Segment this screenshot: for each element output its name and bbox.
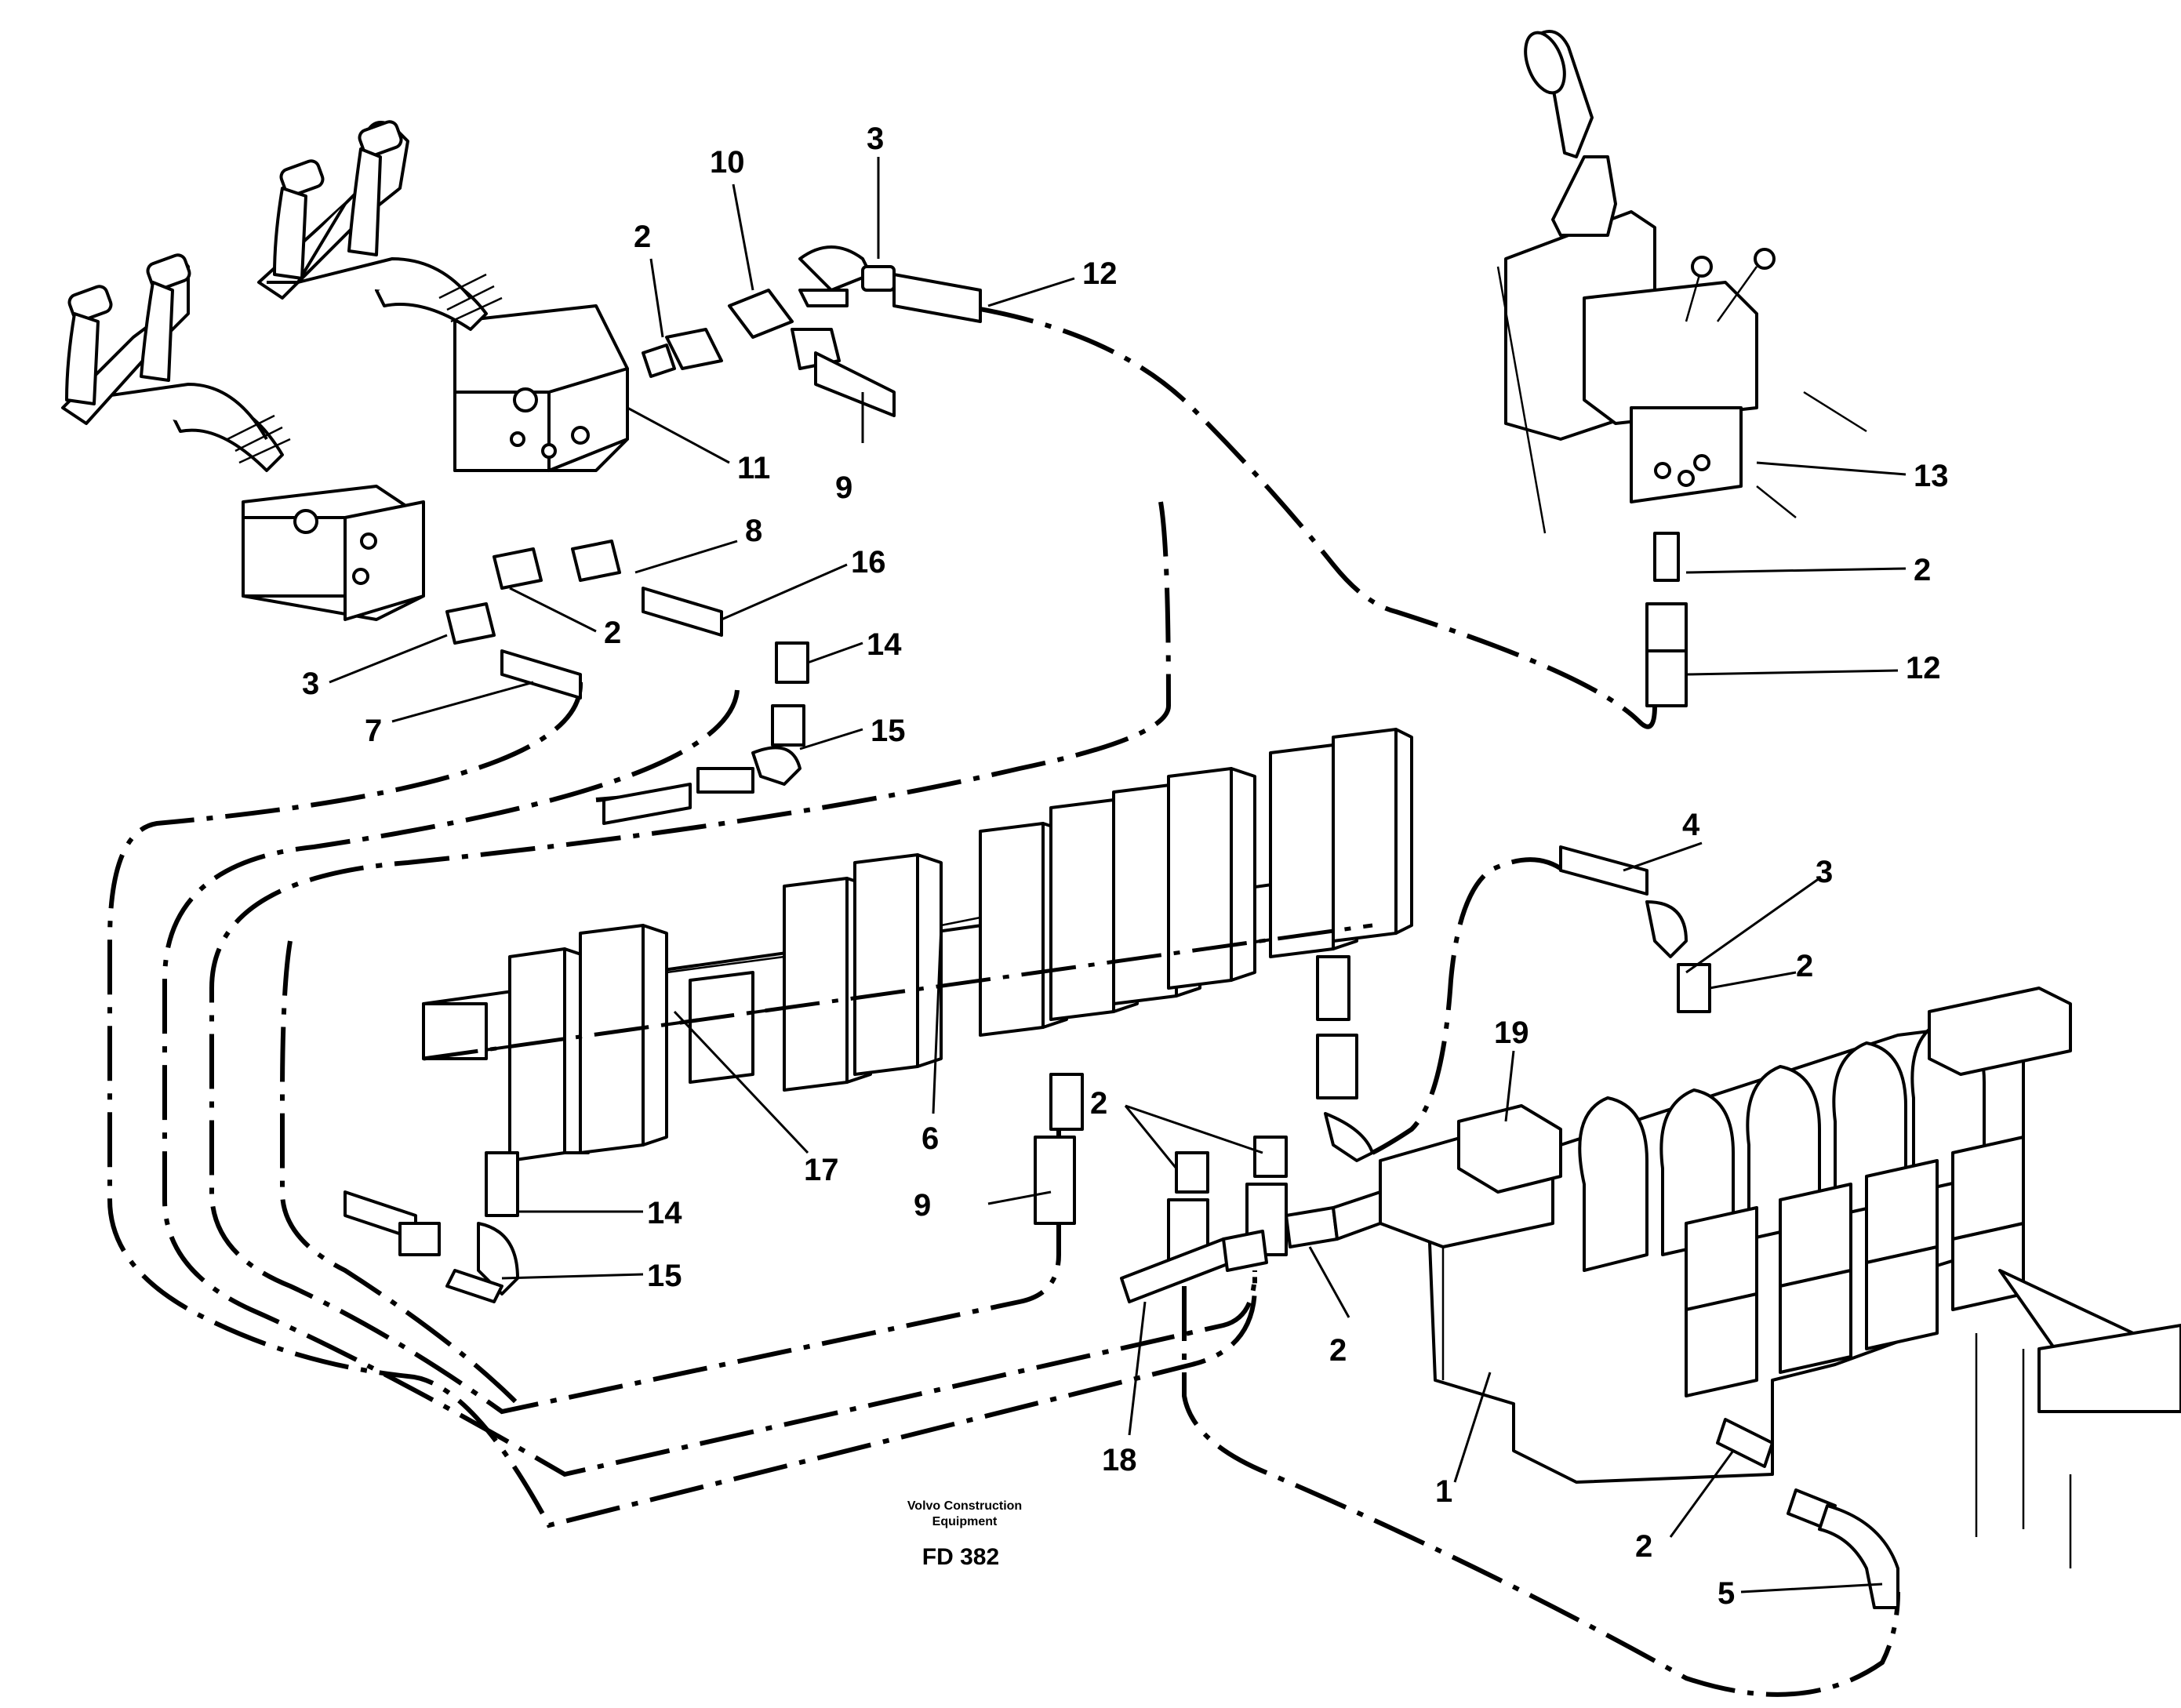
hose-route-bottom-right [1182,1200,1900,1697]
pedal-valve-lower [61,253,425,621]
callout-15-top: 15 [871,714,906,748]
credit-line-1: Volvo Construction [907,1499,1022,1513]
callout-3-top: 3 [867,122,884,156]
callout-2-right: 2 [1914,553,1931,587]
hose-route-second [162,689,1257,1477]
callout-12-right: 12 [1906,651,1941,685]
credit-block: Volvo Construction Equipment FD 382 [907,1499,1022,1570]
callout-2-top: 2 [634,220,651,254]
leader-lines [329,157,1907,1594]
pedal-valve-upper [257,120,629,472]
main-control-valve [1379,987,2181,1568]
hose-route-outer [107,681,1257,1528]
callout-5: 5 [1718,1576,1735,1611]
callout-6: 6 [921,1121,939,1156]
callout-17: 17 [804,1153,839,1187]
callout-19: 19 [1494,1016,1529,1050]
callout-2-left: 2 [604,616,621,650]
callout-14-bottom: 14 [647,1196,682,1230]
callout-13: 13 [1914,459,1949,493]
callout-2-bottom: 2 [1635,1529,1652,1564]
callout-9-bottom: 9 [914,1188,931,1223]
callout-7: 7 [365,714,382,748]
callout-4: 4 [1682,808,1700,842]
callout-18: 18 [1102,1443,1137,1477]
callout-2-mid: 2 [1090,1086,1107,1121]
callout-12-top: 12 [1082,256,1118,291]
joystick-control [1496,30,1867,534]
callout-10: 10 [710,145,745,180]
hose-route-top-right [893,296,1657,729]
callout-3-right: 3 [1816,855,1833,889]
credit-line-2: Equipment [932,1515,998,1528]
hose-route-loop-4 [1371,857,1570,1155]
hose-route-third [209,501,1172,1415]
callout-2-valve: 2 [1796,949,1813,983]
callout-1: 1 [1435,1474,1452,1509]
callout-9-top: 9 [835,471,852,505]
callout-14-top: 14 [867,627,902,662]
callout-3-left: 3 [302,667,319,701]
manifold-blocks [422,728,1413,1162]
callout-8: 8 [745,514,762,548]
hose-route-fourth [280,940,520,1406]
fittings [344,245,1899,1609]
callout-11: 11 [737,451,770,485]
figure-code: FD 382 [922,1544,999,1570]
callout-16: 16 [851,545,886,580]
callouts: 3 10 2 12 11 9 8 16 14 15 2 3 7 13 2 12 … [302,122,1949,1611]
callout-2-low: 2 [1329,1333,1347,1368]
callout-15-bottom: 15 [647,1259,682,1293]
